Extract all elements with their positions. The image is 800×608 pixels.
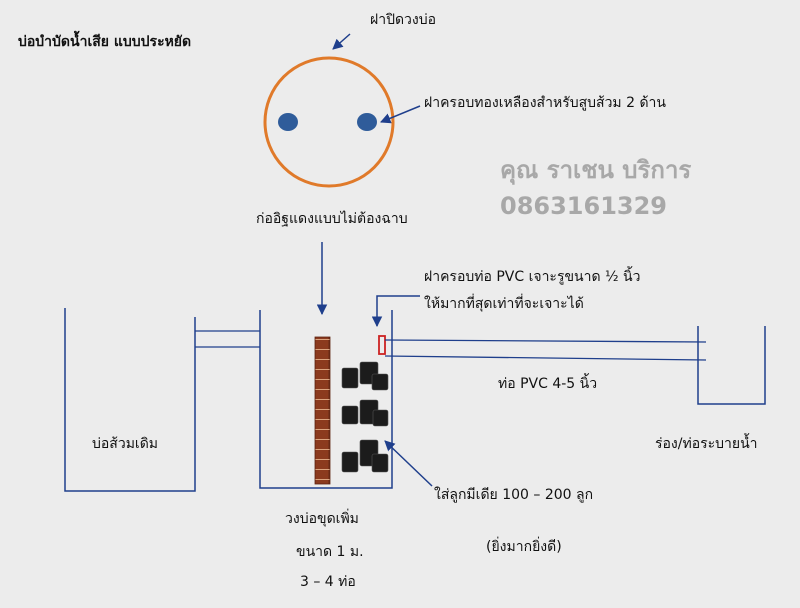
drain-label: ร่อง/ท่อระบายน้ำ: [655, 436, 758, 452]
page-title: บ่อบำบัดน้ำเสีย แบบประหยัด: [18, 34, 192, 50]
pvc-cap: [378, 335, 386, 355]
brass-cap-right: [357, 113, 377, 131]
pipe-right-upper: [384, 339, 707, 343]
old-tank-walls: [64, 308, 196, 492]
brass-cap-label: ฝาครอบทองเหลืองสำหรับสูบส้วม 2 ด้าน: [424, 95, 666, 111]
arrow-to-brass-cap: [380, 105, 421, 124]
brick-wall-label: ก่ออิฐแดงแบบไม่ต้องฉาบ: [256, 211, 408, 227]
brass-cap-left: [278, 113, 298, 131]
pvc-cap-label-line1: ฝาครอบท่อ PVC เจาะรูขนาด ½ นิ้ว: [424, 269, 641, 285]
extra-ring-label-line2: ขนาด 1 ม.: [296, 544, 364, 560]
lid-label: ฝาปิดวงบ่อ: [370, 12, 437, 28]
extra-ring-label-line3: 3 – 4 ท่อ: [300, 574, 356, 590]
bio-balls-note: (ยิ่งมากยิ่งดี): [486, 539, 562, 555]
bio-balls: [341, 361, 389, 473]
pipe-right-lower: [384, 355, 707, 361]
arrow-to-bio-balls: [384, 440, 433, 487]
watermark-phone: 0863161329: [500, 192, 667, 220]
pvc-cap-label-line2: ให้มากที่สุดเท่าที่จะเจาะได้: [424, 296, 584, 312]
pvc-pipe-label: ท่อ PVC 4-5 นิ้ว: [498, 376, 598, 392]
arrow-to-pvc-cap: [371, 295, 420, 328]
drain-walls: [697, 326, 766, 405]
old-tank-label: บ่อส้วมเดิม: [92, 436, 159, 452]
bio-balls-label: ใส่ลูกมีเดีย 100 – 200 ลูก: [434, 487, 594, 503]
extra-ring-label-line1: วงบ่อขุดเพิ่ม: [285, 511, 359, 527]
watermark-name: คุณ ราเชน บริการ: [500, 156, 692, 184]
lid-circle: [263, 56, 395, 188]
brick-wall: [314, 336, 331, 485]
extra-ring-walls: [259, 310, 393, 489]
arrow-to-lid: [332, 33, 351, 50]
